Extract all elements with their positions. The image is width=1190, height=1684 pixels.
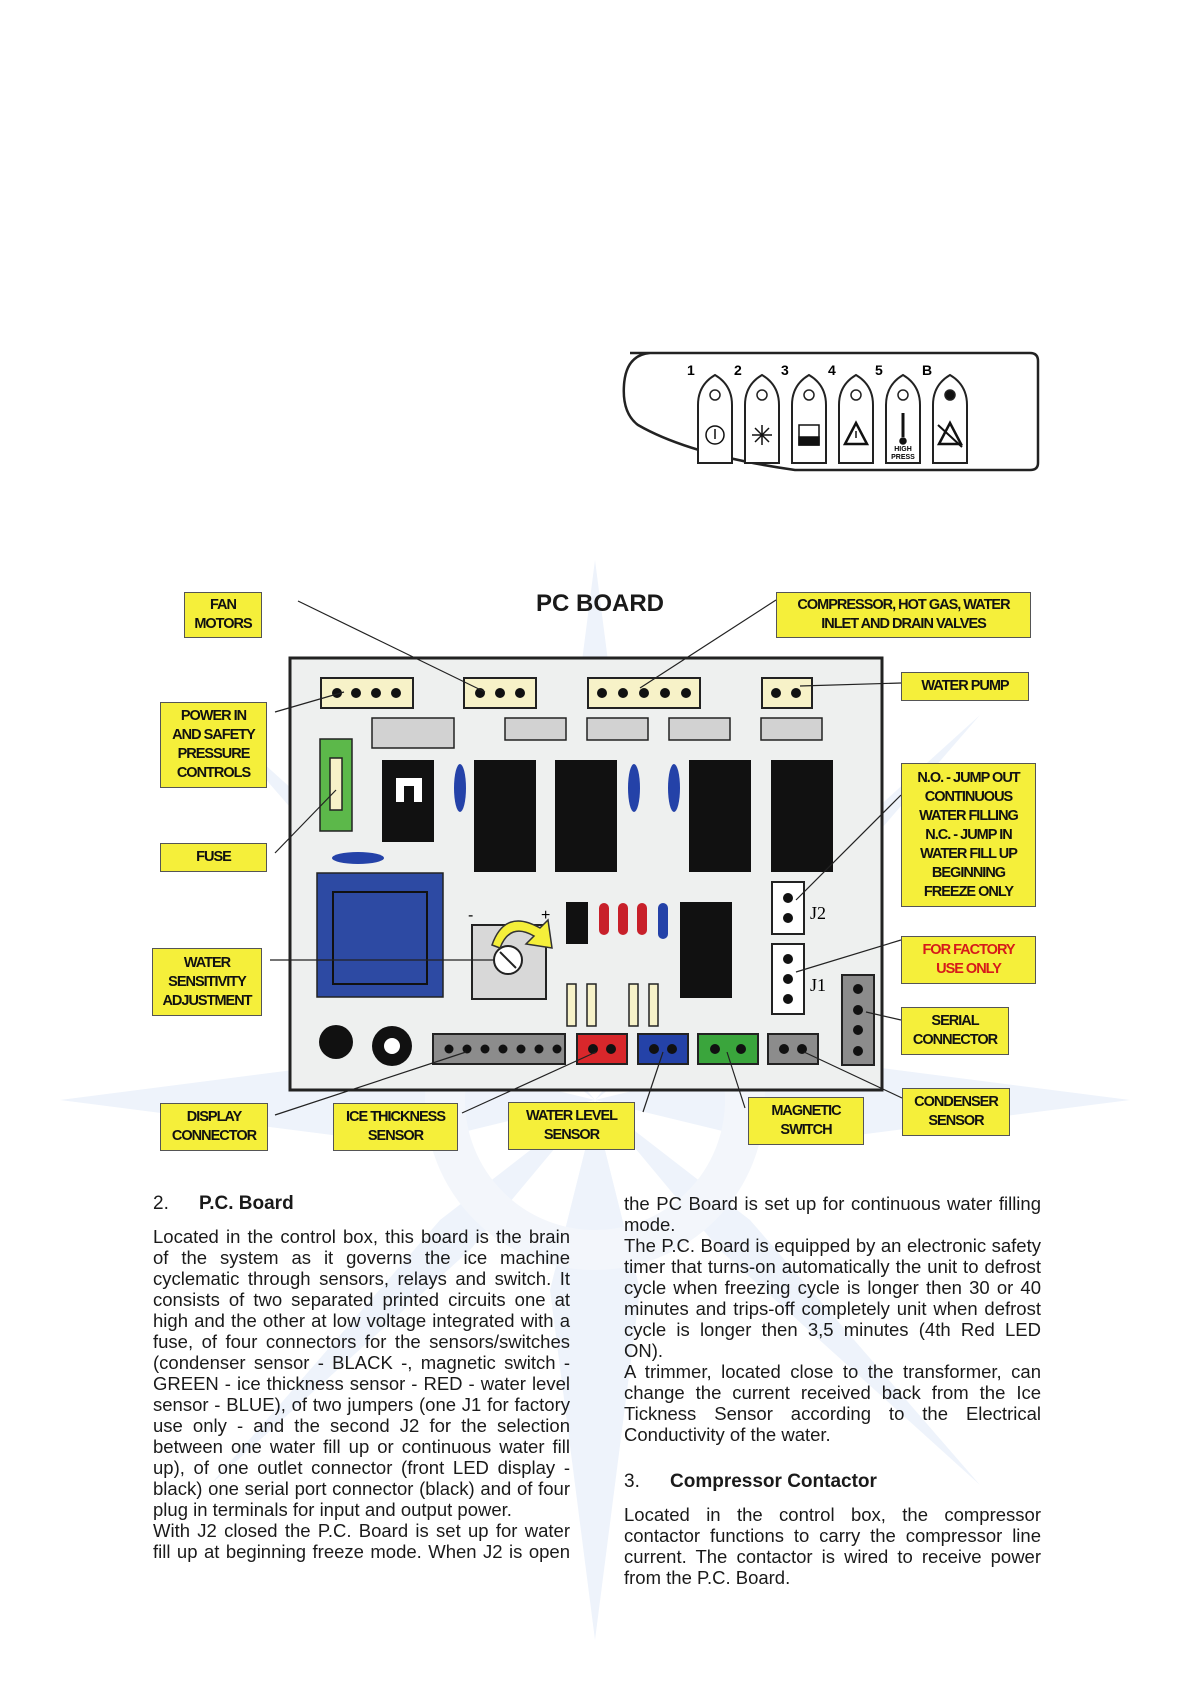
led-number-5: 5 <box>875 362 883 378</box>
label-fuse: FUSE <box>160 843 267 872</box>
relay <box>689 760 751 872</box>
paragraph: Located in the control box, this board i… <box>153 1226 570 1520</box>
trimmer-plus-sign: + <box>541 907 550 924</box>
label-serial-connector: SERIAL CONNECTOR <box>901 1007 1009 1055</box>
paragraph: With J2 closed the P.C. Board is set up … <box>153 1520 570 1562</box>
label-water-level: WATER LEVEL SENSOR <box>508 1102 635 1150</box>
water-sensitivity-trimmer: - + <box>468 907 553 1000</box>
ice-thickness-sensor-connector <box>576 1033 628 1065</box>
section-title: P.C. Board <box>199 1193 294 1214</box>
fan-motors-connector <box>320 677 414 709</box>
paragraph: The P.C. Board is equipped by an electro… <box>624 1235 1041 1361</box>
water-level-sensor-connector <box>637 1033 689 1065</box>
high-press-text: HIGH <box>894 446 912 453</box>
jumper-j2 <box>771 881 805 935</box>
magnetic-switch-connector <box>697 1033 759 1065</box>
paragraph: A trimmer, located close to the transfor… <box>624 1361 1041 1445</box>
serial-connector <box>841 974 875 1066</box>
section-number: 3. <box>624 1471 640 1492</box>
power-in-connector <box>463 677 537 709</box>
paragraph-continued: With J2 closed the P.C. Board is set up … <box>624 1193 1041 1235</box>
water-level-icon <box>791 373 827 464</box>
label-jumper-j2: N.O. - JUMP OUT CONTINUOUS WATER FILLING… <box>901 763 1036 907</box>
display-connector <box>432 1033 566 1065</box>
fuse <box>319 738 353 832</box>
led-number-1: 1 <box>687 362 695 378</box>
label-ice-thickness: ICE THICKNESS SENSOR <box>333 1103 458 1151</box>
transformer <box>316 872 444 998</box>
section-number: 2. <box>153 1193 169 1214</box>
high-press-text: PRESS <box>891 454 915 461</box>
compressor-valves-connector <box>587 677 701 709</box>
label-condenser-sensor: CONDENSER SENSOR <box>902 1088 1010 1136</box>
label-water-sensitivity: WATER SENSITIVITY ADJUSTMENT <box>152 948 262 1016</box>
section-pc-board: 2. P.C. Board Located in the control box,… <box>153 1193 570 1588</box>
water-pump-connector <box>761 677 813 709</box>
power-icon <box>697 373 733 464</box>
section-heading: 3. Compressor Contactor <box>624 1471 1041 1492</box>
paragraph: Located in the control box, the compress… <box>624 1504 1041 1588</box>
label-factory-use: FOR FACTORY USE ONLY <box>901 936 1036 984</box>
diagram-title: PC BOARD <box>535 590 664 617</box>
j2-label: J2 <box>810 903 826 923</box>
relay <box>771 760 833 872</box>
relay <box>474 760 536 872</box>
label-fan-motors: FAN MOTORS <box>184 592 262 638</box>
led-number-2: 2 <box>734 362 742 378</box>
alarm-off-icon <box>932 373 968 464</box>
label-display-connector: DISPLAY CONNECTOR <box>160 1103 268 1151</box>
snowflake-icon <box>744 373 780 464</box>
section-title: Compressor Contactor <box>670 1471 877 1492</box>
section-pc-board-right: The P.C. Board is equipped by an electro… <box>624 1235 1041 1588</box>
label-compressor-valves: COMPRESSOR, HOT GAS, WATER INLET AND DRA… <box>776 592 1031 638</box>
section-pc-board-continued: With J2 closed the P.C. Board is set up … <box>624 1193 1041 1241</box>
j1-label: J1 <box>810 975 826 995</box>
led-number-6: B <box>922 362 932 378</box>
jumper-j1 <box>771 943 805 1015</box>
label-water-pump: WATER PUMP <box>901 672 1029 701</box>
section-heading: 2. P.C. Board <box>153 1193 570 1214</box>
relay <box>555 760 617 872</box>
condenser-sensor-connector <box>767 1033 819 1065</box>
warning-icon <box>838 373 874 464</box>
label-power-in: POWER IN AND SAFETY PRESSURE CONTROLS <box>160 702 267 788</box>
label-magnetic-switch: MAGNETIC SWITCH <box>748 1097 864 1145</box>
led-number-3: 3 <box>781 362 789 378</box>
trimmer-minus-sign: - <box>468 907 473 924</box>
led-number-4: 4 <box>828 362 836 378</box>
